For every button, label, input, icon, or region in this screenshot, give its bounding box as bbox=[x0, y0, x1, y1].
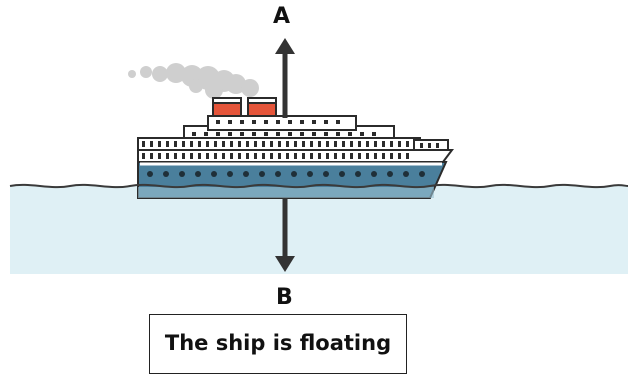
caption-box: The ship is floating bbox=[149, 314, 407, 374]
cruise-ship-icon bbox=[137, 97, 454, 199]
windows-lower bbox=[142, 141, 439, 159]
caption-text: The ship is floating bbox=[164, 331, 392, 355]
windows-upper bbox=[192, 120, 376, 136]
water-body bbox=[10, 186, 628, 274]
force-arrow-b bbox=[275, 198, 295, 272]
water-surface-line bbox=[9, 183, 629, 189]
smoke-cloud-icon bbox=[128, 63, 259, 99]
force-arrow-a bbox=[275, 38, 295, 118]
arrow-label-a: A bbox=[273, 4, 291, 29]
portholes bbox=[147, 171, 425, 177]
arrow-label-b: B bbox=[276, 285, 293, 310]
hull-submerged-tint bbox=[138, 187, 434, 198]
